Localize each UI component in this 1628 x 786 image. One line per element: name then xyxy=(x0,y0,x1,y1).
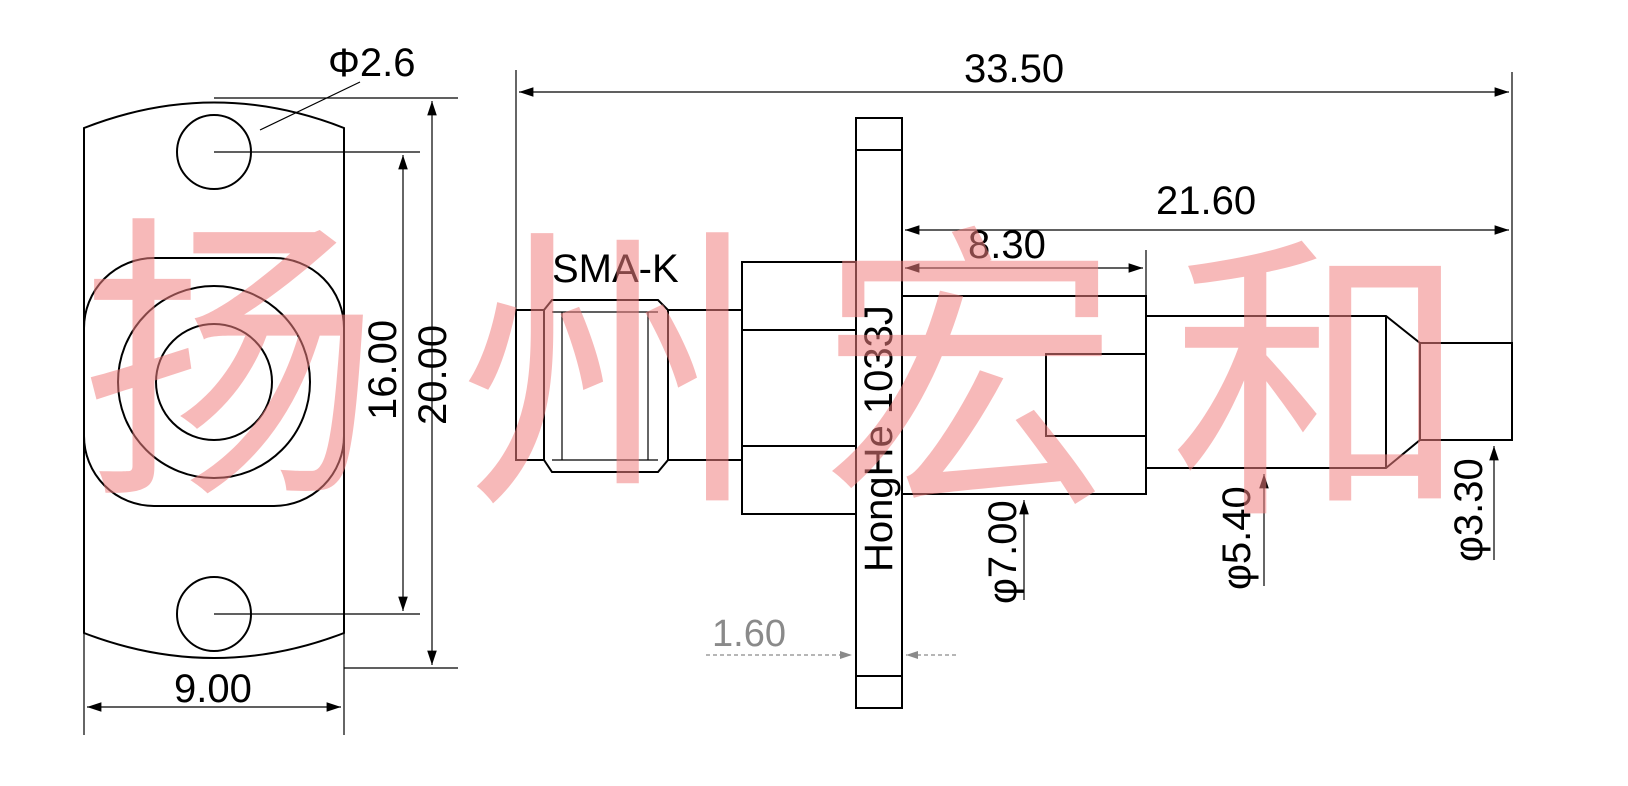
rear-length-label: 21.60 xyxy=(1156,179,1256,223)
hole-leader xyxy=(259,81,361,131)
overall-length-label: 33.50 xyxy=(964,47,1064,91)
part-marking: HongHe 1033J xyxy=(857,305,901,572)
hole-spacing-label: 16.00 xyxy=(361,320,405,420)
flange-thickness-label: 1.60 xyxy=(712,613,786,655)
watermark-char-3: 宏 xyxy=(820,202,1120,551)
flange-width-label: 9.00 xyxy=(174,667,252,711)
body-length-label: 8.30 xyxy=(968,223,1046,267)
hole-diameter-label: Φ2.6 xyxy=(328,41,416,85)
side-view: SMA-K HongHe 1033J 33.50 21.60 8.30 1.60… xyxy=(515,47,1513,709)
diameter-7-label: φ7.00 xyxy=(981,500,1025,604)
rear-shaft xyxy=(1146,315,1513,469)
watermark-char-1: 扬 xyxy=(80,192,380,541)
flange-height-label: 20.00 xyxy=(411,325,455,425)
rear-slot xyxy=(1045,353,1147,437)
model-label: SMA-K xyxy=(552,247,679,291)
watermark-char-4: 和 xyxy=(1170,212,1470,561)
watermark-char-2: 州 xyxy=(460,202,760,551)
front-view: Φ2.6 16.00 20.00 9.00 xyxy=(83,41,458,735)
center-bore xyxy=(155,323,273,441)
diameter-3-3-label: φ3.30 xyxy=(1447,458,1491,562)
center-boss xyxy=(83,257,345,507)
watermark: 扬 州 宏 和 xyxy=(80,192,1470,561)
dielectric-ring xyxy=(117,285,311,479)
diameter-5-4-label: φ5.40 xyxy=(1215,486,1259,590)
